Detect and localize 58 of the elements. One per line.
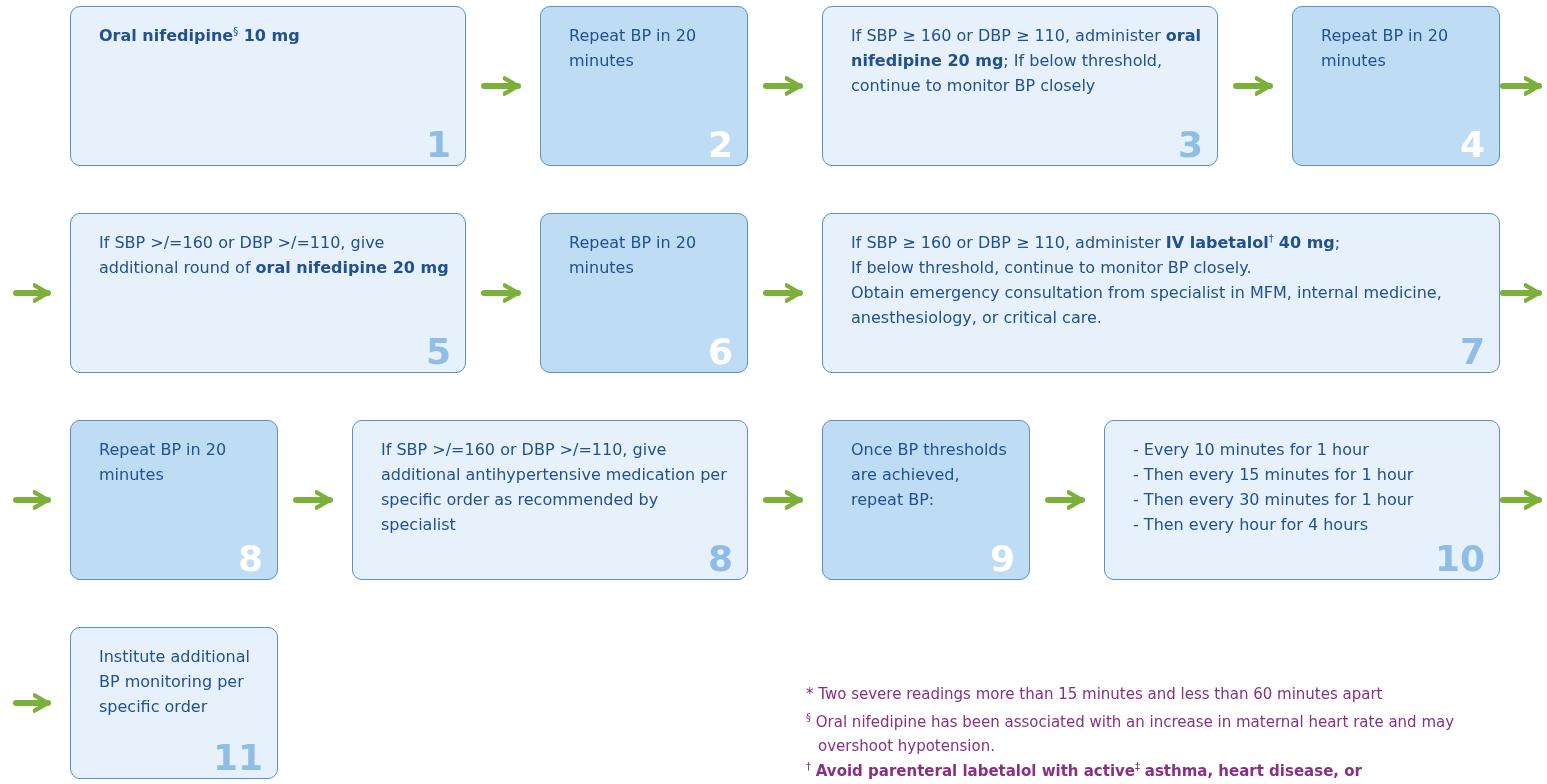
step-number: 8 <box>237 541 263 577</box>
arrow <box>13 490 51 510</box>
step-box <box>822 6 1218 166</box>
step-text: Repeat BP in 20 minutes <box>1321 25 1450 72</box>
arrow <box>763 76 803 96</box>
step-box <box>540 6 748 166</box>
step-text: If SBP ≥ 160 or DBP ≥ 110, administer oral nifedipine 20 mg; If below threshold, continue to monitor BP closely <box>851 25 1201 97</box>
arrow <box>1045 490 1085 510</box>
step-number: 8 <box>707 541 733 577</box>
arrow <box>481 76 521 96</box>
arrow <box>1500 76 1542 96</box>
footnote: $^{†}$ Avoid parenteral labetalol with active$^{‡}$ asthma, heart disease, or <box>806 760 1363 782</box>
step-text: Repeat BP in 20 minutes <box>569 25 698 72</box>
arrow <box>1500 283 1542 303</box>
step-text: If SBP >/=160 or DBP >/=110, give additional round of oral nifedipine 20 mg <box>99 232 449 279</box>
footnote: * Two severe readings more than 15 minutes and less than 60 minutes apart <box>806 684 1384 705</box>
step-box <box>352 420 748 580</box>
arrow <box>1233 76 1273 96</box>
step-box <box>1292 6 1500 166</box>
footnote: $^{§}$ Oral nifedipine has been associated with an increase in maternal heart rate and may overshoot hypotension. <box>806 711 1456 757</box>
step-text: Once BP thresholds are achieved, repeat BP: <box>851 439 1008 511</box>
step-box <box>540 213 748 373</box>
step-number: 9 <box>989 541 1015 577</box>
step-box <box>70 6 466 166</box>
step-number: 3 <box>1177 127 1203 163</box>
step-text: - Then every 30 minutes for 1 hour <box>1133 489 1414 511</box>
step-text: Oral nifedipine$^{§}$ 10 mg <box>99 24 300 47</box>
step-text: - Then every hour for 4 hours <box>1133 514 1369 536</box>
step-box <box>1104 420 1500 580</box>
step-number: 10 <box>1434 541 1485 577</box>
arrow <box>293 490 333 510</box>
step-text: If SBP >/=160 or DBP >/=110, give additional antihypertensive medication per specific order as recommended by specialist <box>381 439 728 536</box>
step-number: 5 <box>425 334 451 370</box>
step-box <box>822 420 1030 580</box>
step-text: Obtain emergency consultation from specialist in MFM, internal medicine, anesthesiology, or critical care. <box>851 282 1443 329</box>
step-text: - Then every 15 minutes for 1 hour <box>1133 464 1414 486</box>
step-text: Repeat BP in 20 minutes <box>99 439 228 486</box>
step-box <box>70 420 278 580</box>
step-text: - Every 10 minutes for 1 hour <box>1133 439 1369 461</box>
step-text: If SBP ≥ 160 or DBP ≥ 110, administer IV labetalol$^{†}$ 40 mg; <box>851 231 1341 254</box>
step-box <box>70 627 278 779</box>
step-number: 4 <box>1459 127 1485 163</box>
arrow <box>763 283 803 303</box>
step-text: Institute additional BP monitoring per specific order <box>99 646 251 718</box>
arrow <box>763 490 803 510</box>
arrow <box>13 283 51 303</box>
step-number: 7 <box>1459 334 1485 370</box>
step-number: 1 <box>425 127 451 163</box>
arrow <box>1500 490 1542 510</box>
arrow <box>13 693 51 713</box>
step-number: 2 <box>707 127 733 163</box>
step-number: 6 <box>707 334 733 370</box>
step-box <box>822 213 1500 373</box>
step-number: 11 <box>212 740 263 776</box>
arrow <box>481 283 521 303</box>
step-text: If below threshold, continue to monitor BP closely. <box>851 257 1252 279</box>
step-box <box>70 213 466 373</box>
step-text: Repeat BP in 20 minutes <box>569 232 698 279</box>
